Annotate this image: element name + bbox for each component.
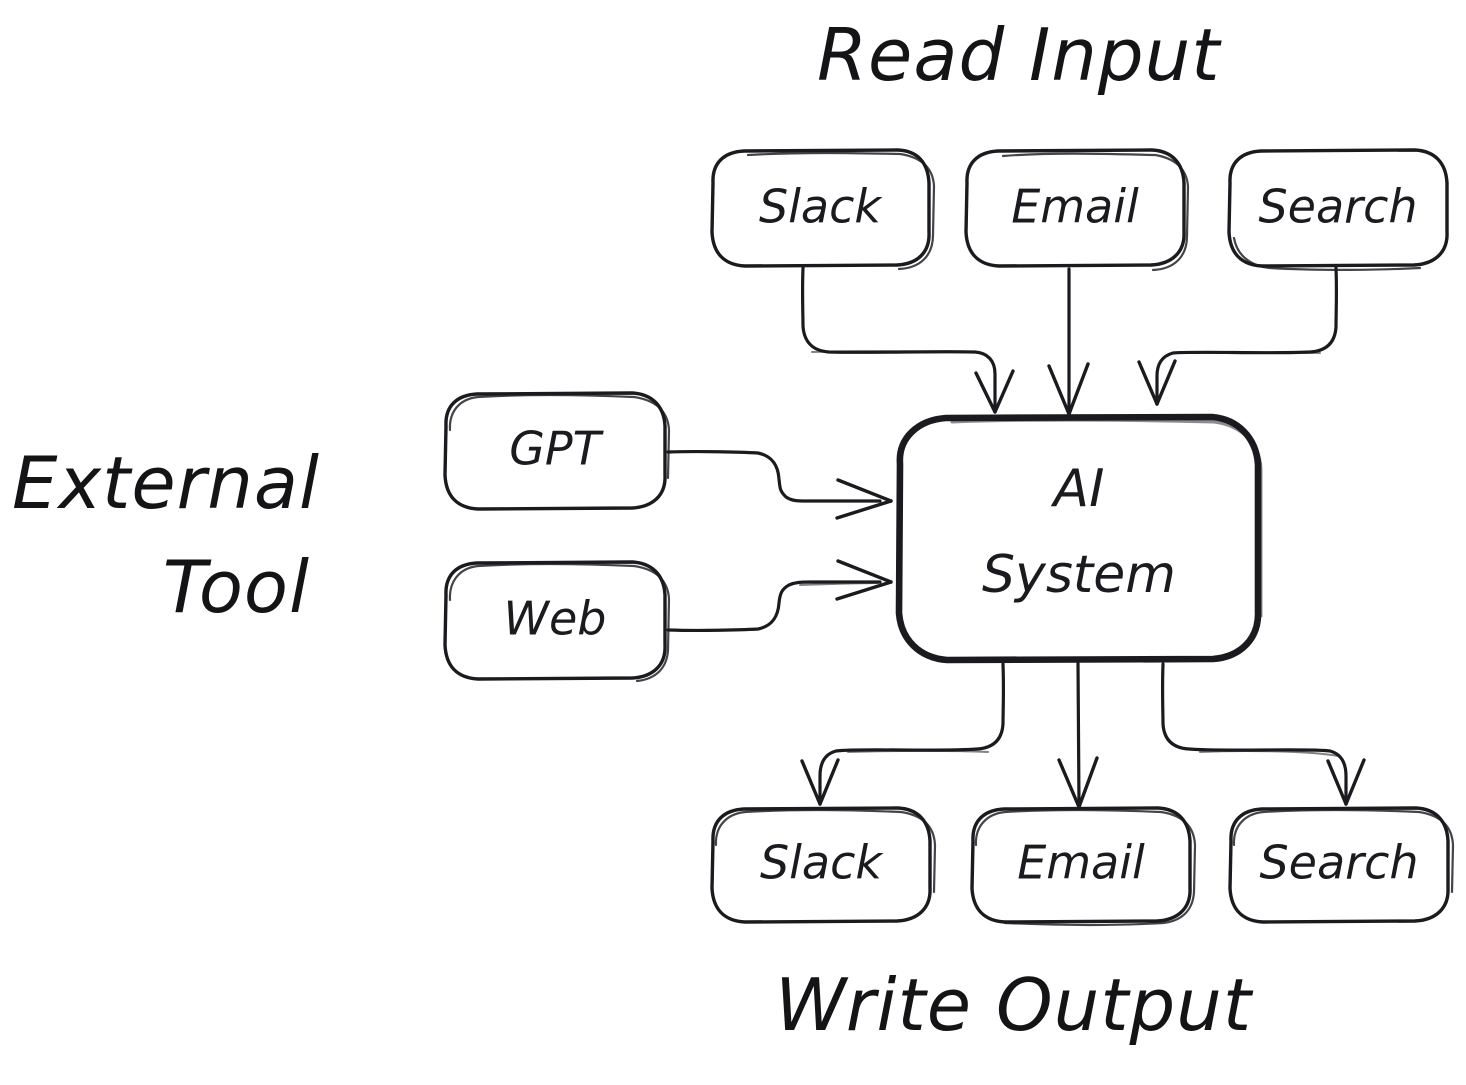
edge-out-search: [1160, 662, 1366, 806]
node-tool-gpt[interactable]: GPT: [443, 391, 671, 511]
edge-gpt-in: [666, 449, 893, 520]
node-input-slack-label: Slack: [759, 180, 883, 234]
node-ai-system-label-line1: AI: [1051, 459, 1105, 519]
node-output-search[interactable]: Search: [1228, 806, 1455, 924]
section-label-read-input: Read Input: [817, 13, 1222, 97]
node-tool-web-label: Web: [504, 592, 607, 646]
node-output-search-label: Search: [1259, 836, 1418, 890]
node-output-email-label: Email: [1017, 836, 1145, 890]
node-input-search-label: Search: [1258, 180, 1417, 234]
edge-slack-in: [800, 266, 1015, 414]
node-output-slack[interactable]: Slack: [710, 806, 937, 924]
node-ai-system[interactable]: AI System: [895, 413, 1263, 664]
node-input-email[interactable]: Email: [964, 148, 1190, 272]
node-tool-web[interactable]: Web: [443, 560, 671, 683]
section-label-write-output: Write Output: [775, 963, 1254, 1047]
node-input-slack[interactable]: Slack: [710, 148, 936, 271]
node-tool-gpt-label: GPT: [509, 422, 604, 476]
edge-out-slack: [800, 662, 1006, 806]
edge-web-in: [666, 559, 893, 633]
node-input-email-label: Email: [1011, 180, 1139, 234]
section-label-external-tool-line1: External: [12, 441, 320, 525]
edge-search-in: [1137, 266, 1339, 406]
node-ai-system-label-line2: System: [982, 545, 1176, 605]
node-output-slack-label: Slack: [760, 836, 884, 890]
node-input-search[interactable]: Search: [1227, 148, 1449, 271]
node-output-email[interactable]: Email: [970, 806, 1197, 926]
section-label-external-tool-line2: Tool: [163, 545, 310, 629]
edge-email-in: [1047, 267, 1090, 416]
edge-out-email: [1057, 661, 1099, 809]
